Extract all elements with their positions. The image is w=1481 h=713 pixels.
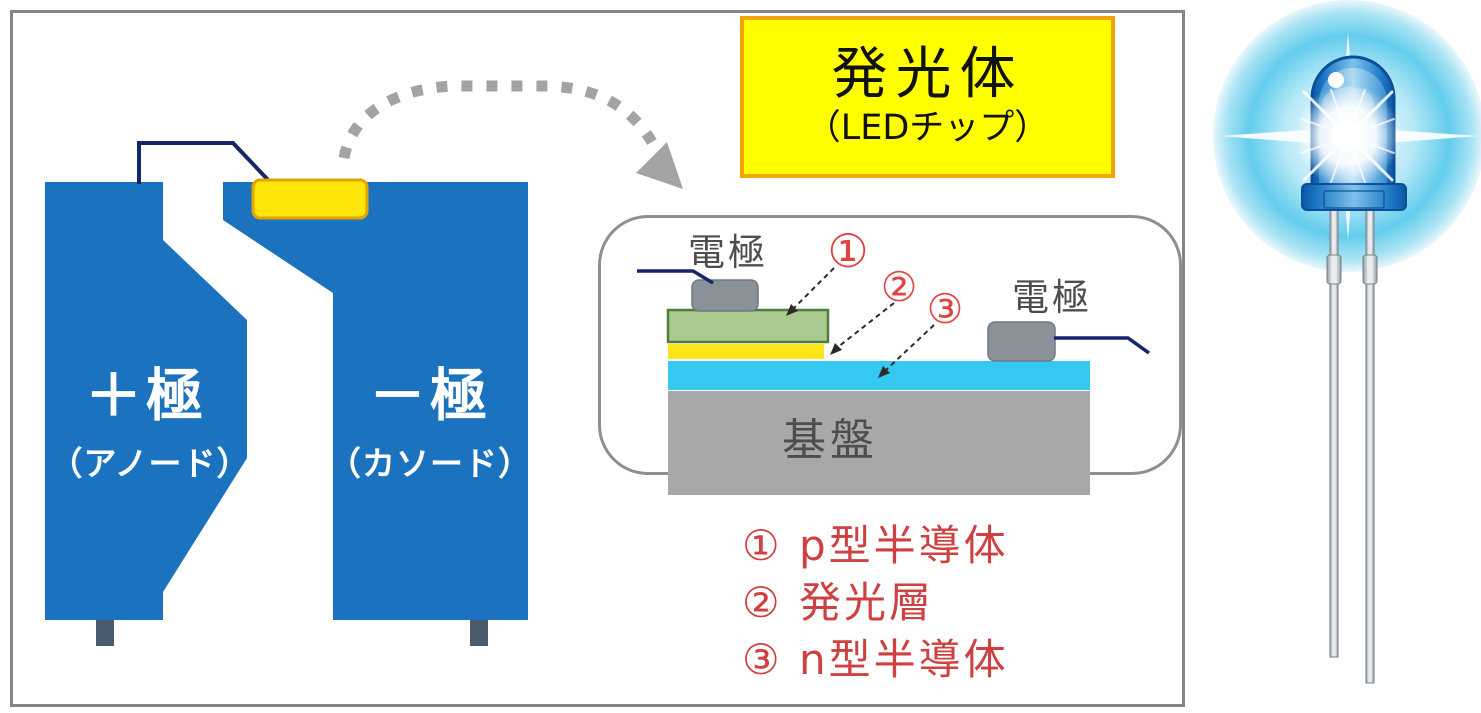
led-chip <box>251 178 369 220</box>
pointer-3-line <box>885 324 935 371</box>
title-box: 発光体 （LEDチップ） <box>740 16 1115 178</box>
electrode-right-label: 電極 <box>1012 276 1092 319</box>
electrode-right-wire <box>1054 336 1151 355</box>
emitting-layer <box>668 344 824 359</box>
cathode-plate <box>223 182 528 620</box>
anode-sublabel: （アノード） <box>49 444 251 483</box>
led-starburst-core <box>1332 120 1364 152</box>
anode-plate <box>45 182 247 620</box>
legend-item-p-type: ① p型半導体 <box>742 521 1009 570</box>
zoom-arrow-dashes <box>338 80 657 160</box>
led-lead-right-standoff <box>1362 254 1378 285</box>
led-flange-notch <box>1323 190 1385 209</box>
marker-3: ③ <box>926 285 964 333</box>
electrode-right-block <box>987 321 1056 362</box>
cathode-sublabel: （カソード） <box>328 444 532 483</box>
title-text: 発光体 <box>831 42 1024 108</box>
electrode-left-block <box>691 279 759 312</box>
substrate-label: 基盤 <box>782 415 878 466</box>
bond-wire <box>137 141 273 185</box>
anode-label: ＋極 <box>85 363 207 429</box>
pointer-2-head <box>830 343 842 355</box>
n-layer <box>668 361 1090 390</box>
pointer-2-line <box>837 302 895 348</box>
pointer-3-head <box>878 366 890 378</box>
p-layer <box>666 308 830 344</box>
zoom-arrowhead-icon <box>636 142 683 189</box>
subtitle-text: （LEDチップ） <box>805 108 1050 149</box>
pointer-1-head <box>786 304 798 316</box>
marker-2: ② <box>880 263 918 311</box>
legend-item-emitting-layer: ② 発光層 <box>742 578 935 627</box>
legend-item-n-type: ③ n型半導体 <box>742 635 1009 684</box>
electrode-left-label: 電極 <box>688 231 768 274</box>
cathode-tab <box>470 620 488 646</box>
led-lead-left-standoff <box>1326 254 1342 285</box>
cathode-label: －極 <box>369 363 491 429</box>
led-flange <box>1301 183 1407 211</box>
substrate <box>668 391 1090 495</box>
anode-tab <box>96 620 114 646</box>
led-highlight-dot <box>1328 72 1344 88</box>
electrode-left-wire <box>637 269 714 285</box>
pointer-1-line <box>793 267 835 309</box>
marker-1: ① <box>827 224 869 278</box>
